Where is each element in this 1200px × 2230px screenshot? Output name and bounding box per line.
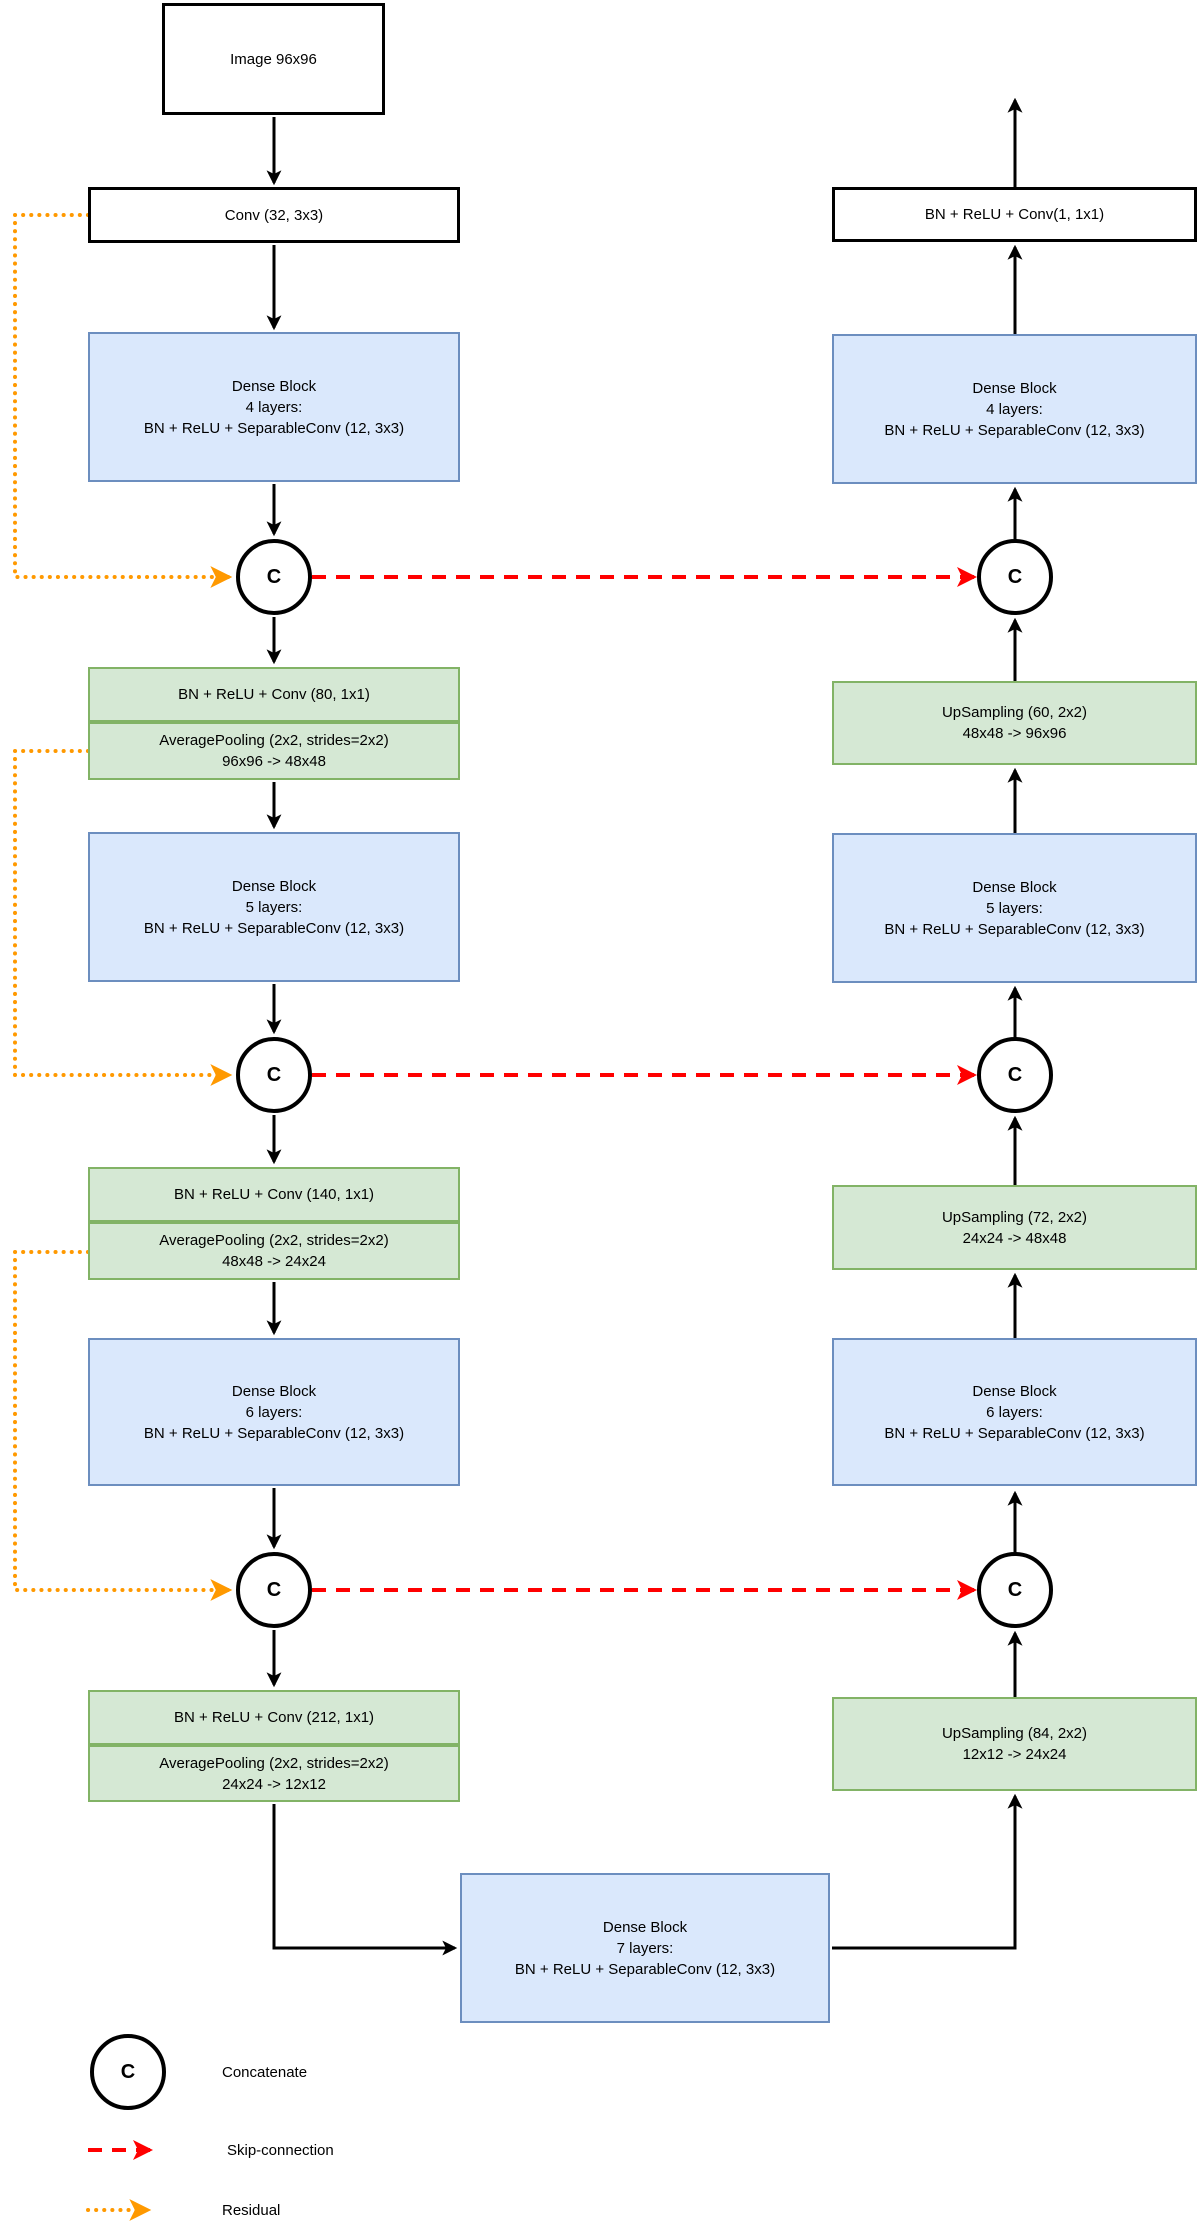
dense-block-detail: BN + ReLU + SeparableConv (12, 3x3) [143,1424,405,1442]
dense-block-title: Dense Block [972,1382,1057,1400]
encoder-transition-conv-2: BN + ReLU + Conv (140, 1x1) [88,1167,460,1222]
dense-block-title: Dense Block [231,1382,317,1400]
dense-block-detail: BN + ReLU + SeparableConv (12, 3x3) [143,919,405,937]
output-conv-label: BN + ReLU + Conv(1, 1x1) [924,206,1105,223]
dense-block-detail: BN + ReLU + SeparableConv (12, 3x3) [884,421,1145,439]
encoder-dense-block-1: Dense Block 4 layers: BN + ReLU + Separa… [88,332,460,482]
upsampling-label: UpSampling (84, 2x2) [941,1725,1088,1742]
concat-symbol: C [120,2060,136,2083]
dense-block-layers: 6 layers: [245,1403,303,1421]
dense-block-layers: 4 layers: [245,398,303,416]
upsampling-size-label: 12x12 -> 24x24 [962,1746,1067,1763]
encoder-transition-conv-1: BN + ReLU + Conv (80, 1x1) [88,667,460,722]
encoder-transition-conv-3: BN + ReLU + Conv (212, 1x1) [88,1690,460,1745]
legend-skip-connection-label: Skip-connection [227,2141,334,2159]
upsampling-size-label: 24x24 -> 48x48 [962,1229,1067,1247]
input-conv-label: Conv (32, 3x3) [224,206,324,224]
pooling-label: AveragePooling (2x2, strides=2x2) [159,732,389,749]
flow-arrow-to-bottleneck [272,1804,458,1956]
decoder-dense-block-2: Dense Block 5 layers: BN + ReLU + Separa… [832,833,1197,983]
legend-residual-label: Residual [222,2201,281,2219]
encoder-transition-pool-1: AveragePooling (2x2, strides=2x2) 96x96 … [88,722,460,780]
input-conv-box: Conv (32, 3x3) [88,187,460,243]
dense-block-detail: BN + ReLU + SeparableConv (12, 3x3) [884,1424,1145,1442]
concat-node-encoder-3: C [236,1552,312,1628]
dense-block-title: Dense Block [972,379,1057,397]
concat-symbol: C [266,565,282,588]
dense-block-layers: 7 layers: [616,1939,674,1957]
concat-symbol: C [266,1578,282,1601]
dense-block-layers: 5 layers: [245,898,303,916]
decoder-dense-block-1: Dense Block 4 layers: BN + ReLU + Separa… [832,334,1197,484]
transition-conv-label: BN + ReLU + Conv (80, 1x1) [178,686,370,703]
concat-node-decoder-1: C [977,539,1053,615]
dense-block-detail: BN + ReLU + SeparableConv (12, 3x3) [884,920,1145,938]
dense-block-title: Dense Block [972,878,1057,896]
pooling-label: AveragePooling (2x2, strides=2x2) [159,1754,389,1772]
concat-symbol: C [1007,1578,1023,1601]
transition-conv-label: BN + ReLU + Conv (212, 1x1) [173,1709,375,1726]
input-image-label: Image 96x96 [230,50,317,68]
concat-symbol: C [1007,565,1023,588]
upsampling-label: UpSampling (72, 2x2) [941,1208,1088,1226]
decoder-dense-block-3: Dense Block 6 layers: BN + ReLU + Separa… [832,1338,1197,1486]
legend-concatenate-symbol: C [90,2034,166,2110]
dense-block-layers: 6 layers: [986,1403,1043,1421]
legend-concatenate-label: Concatenate [222,2063,308,2081]
dense-block-layers: 5 layers: [986,899,1043,917]
pooling-label: AveragePooling (2x2, strides=2x2) [159,1232,389,1249]
dense-block-title: Dense Block [231,877,317,895]
decoder-upsampling-1: UpSampling (60, 2x2) 48x48 -> 96x96 [832,681,1197,765]
pooling-size-label: 24x24 -> 12x12 [222,1775,326,1793]
concat-node-encoder-1: C [236,539,312,615]
dense-block-title: Dense Block [602,1918,688,1936]
decoder-upsampling-2: UpSampling (72, 2x2) 24x24 -> 48x48 [832,1185,1197,1270]
dense-block-layers: 4 layers: [986,400,1043,418]
decoder-upsampling-3: UpSampling (84, 2x2) 12x12 -> 24x24 [832,1697,1197,1791]
bottleneck-dense-block: Dense Block 7 layers: BN + ReLU + Separa… [460,1873,830,2023]
upsampling-label: UpSampling (60, 2x2) [941,704,1088,721]
output-conv-box: BN + ReLU + Conv(1, 1x1) [832,187,1197,242]
concat-node-decoder-2: C [977,1037,1053,1113]
pooling-size-label: 96x96 -> 48x48 [222,753,326,770]
encoder-transition-pool-3: AveragePooling (2x2, strides=2x2) 24x24 … [88,1745,460,1802]
dense-block-detail: BN + ReLU + SeparableConv (12, 3x3) [143,419,405,437]
input-image-box: Image 96x96 [162,3,385,115]
encoder-dense-block-3: Dense Block 6 layers: BN + ReLU + Separa… [88,1338,460,1486]
concat-node-decoder-3: C [977,1552,1053,1628]
dense-block-detail: BN + ReLU + SeparableConv (12, 3x3) [514,1960,776,1978]
dense-block-title: Dense Block [231,377,317,395]
upsampling-size-label: 48x48 -> 96x96 [962,725,1067,742]
concat-symbol: C [266,1063,282,1086]
transition-conv-label: BN + ReLU + Conv (140, 1x1) [173,1186,375,1203]
residual-line-2 [13,749,233,1086]
encoder-transition-pool-2: AveragePooling (2x2, strides=2x2) 48x48 … [88,1222,460,1280]
pooling-size-label: 48x48 -> 24x24 [222,1253,326,1270]
encoder-dense-block-2: Dense Block 5 layers: BN + ReLU + Separa… [88,832,460,982]
concat-node-encoder-2: C [236,1037,312,1113]
residual-line-3 [13,1250,233,1601]
concat-symbol: C [1007,1063,1023,1086]
flow-arrow-from-bottleneck [832,1793,1023,1950]
residual-line-1 [13,213,233,588]
